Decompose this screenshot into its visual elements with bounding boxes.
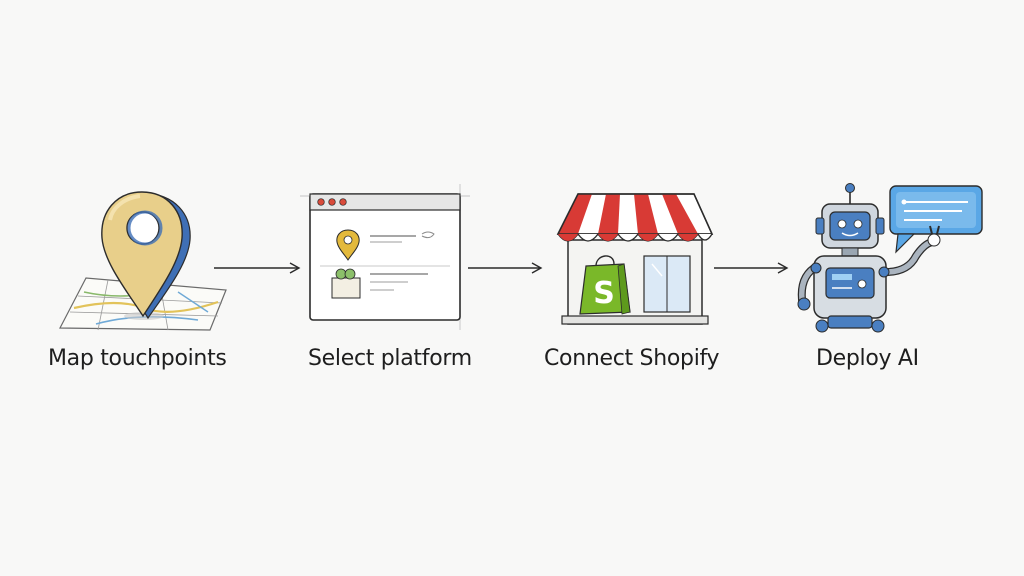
- step-label: Connect Shopify: [544, 346, 720, 371]
- step-label: Select platform: [308, 346, 472, 371]
- arrow-icon: [468, 262, 543, 274]
- step-map-touchpoints: Map touchpoints: [48, 180, 248, 371]
- map-pin-icon: [59, 191, 227, 331]
- arrow-icon: [714, 262, 789, 274]
- step-label: Map touchpoints: [48, 346, 227, 371]
- speech-bubble-icon: [889, 185, 983, 254]
- robot-icon: [797, 183, 983, 333]
- step-label: Deploy AI: [816, 346, 919, 371]
- step-deploy-ai: Deploy AI: [792, 180, 992, 371]
- storefront-icon: S: [556, 193, 714, 325]
- browser-window-icon: [300, 184, 470, 330]
- step-connect-shopify: S Connect Shopify: [544, 184, 728, 371]
- shopify-badge: S: [593, 276, 615, 311]
- step-select-platform: Select platform: [298, 184, 478, 371]
- arrow-icon: [214, 262, 301, 274]
